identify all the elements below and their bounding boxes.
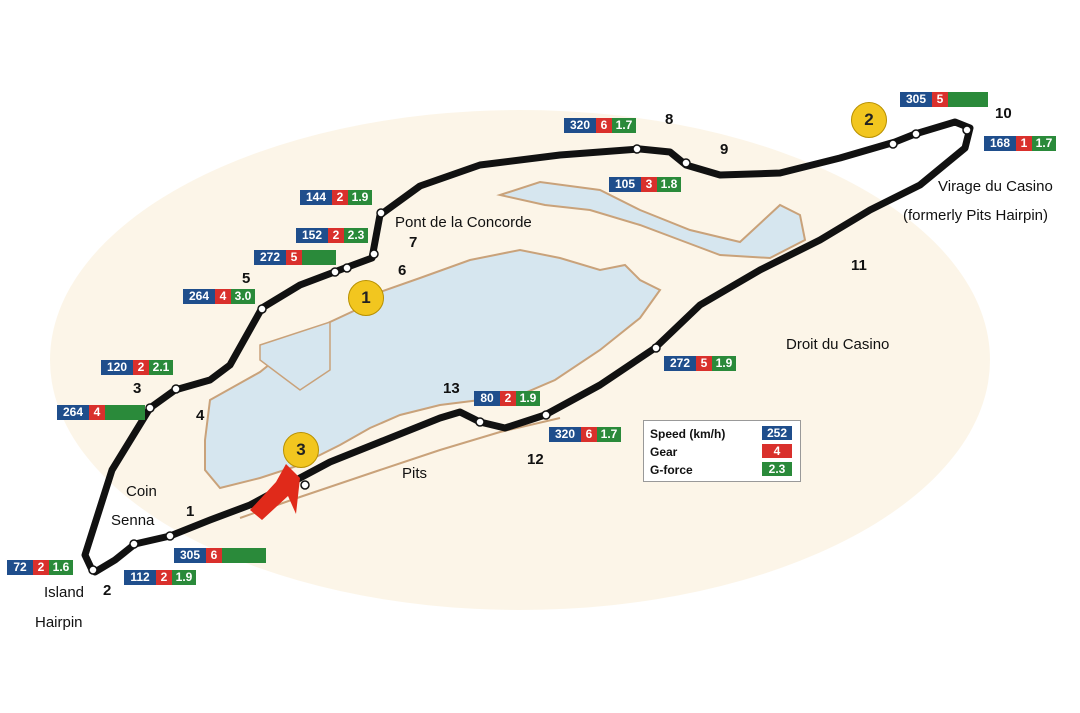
turn-11: 11 [851,257,867,274]
turn-5: 5 [242,270,251,287]
turn-10: 10 [995,105,1012,122]
turn-9: 9 [720,141,729,158]
label-pits: Pits [402,465,428,482]
legend-gear-chip: 4 [762,444,792,458]
legend: Speed (km/h) 252 Gear 4 G-force 2.3 [643,420,801,482]
turn-13: 13 [443,380,460,397]
zone-1-marker: 1 [348,280,384,316]
legend-gforce-chip: 2.3 [762,462,792,476]
turn-3: 3 [133,380,142,397]
zone-2-marker: 2 [851,102,887,138]
legend-speed-chip: 252 [762,426,792,440]
legend-speed-label: Speed (km/h) [650,427,726,441]
label-pont: Pont de la Concorde [395,214,532,231]
turn-1: 1 [186,503,195,520]
start-arrow [250,464,300,520]
turn-7: 7 [409,234,418,251]
label-coin: Coin [126,483,157,500]
zone-3-marker: 3 [283,432,319,468]
legend-gear-label: Gear [650,445,678,459]
turn-12: 12 [527,451,544,468]
turn-4: 4 [196,407,205,424]
island-inner [259,320,331,391]
turn-6: 6 [398,262,407,279]
label-formerly-pits: (formerly Pits Hairpin) [903,207,1049,224]
label-droit-casino: Droit du Casino [786,336,890,353]
corner-markers [88,125,972,575]
label-senna: Senna [111,512,155,529]
turn-8: 8 [665,111,674,128]
label-hairpin: Hairpin [35,614,83,631]
rowing-basin [496,180,807,260]
track-outline [81,118,974,576]
legend-gforce-label: G-force [650,463,693,477]
label-virage-casino: Virage du Casino [938,178,1053,195]
label-island: Island [44,584,85,601]
turn-2: 2 [103,582,112,599]
